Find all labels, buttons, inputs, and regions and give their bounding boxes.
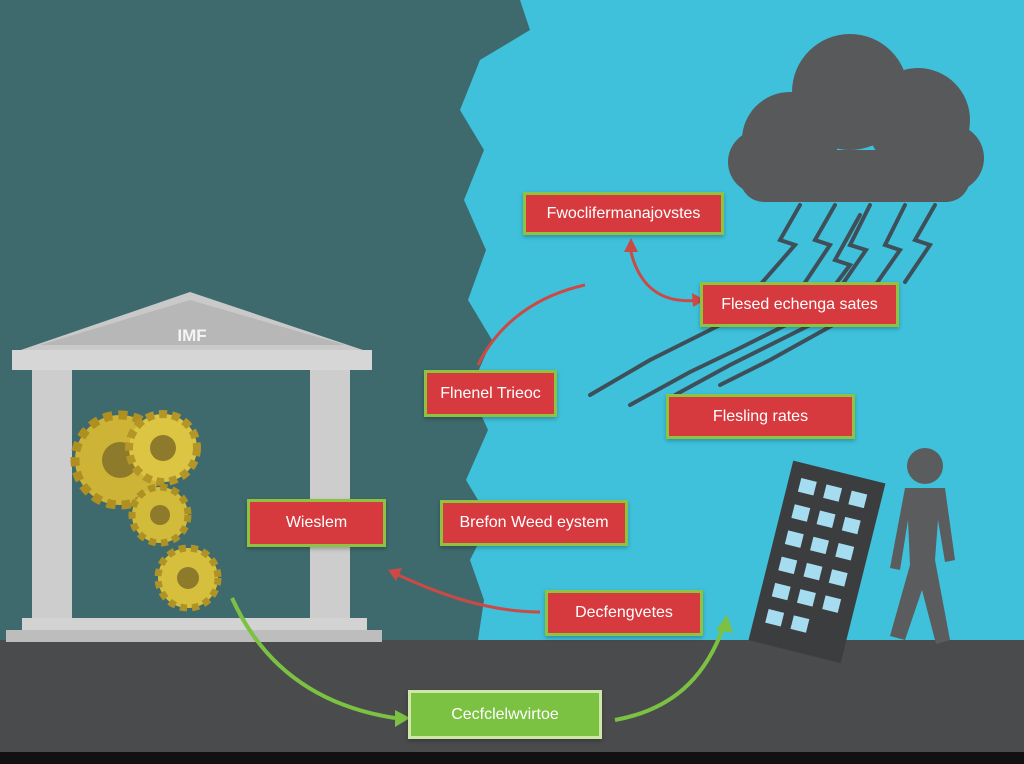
imf-building-icon — [6, 292, 382, 642]
arrow-exchange-to-western — [391, 570, 541, 614]
lightning-bolts-icon — [758, 203, 937, 307]
label-exchange-rates: Decfengvetes — [545, 590, 703, 636]
label-floating-rates: Flesling rates — [666, 394, 855, 439]
label-bretton-woods: Brefon Weed eystem — [440, 500, 628, 546]
label-financial: Flnenel Trieoc — [424, 370, 557, 417]
label-fixed-exchange: Flesed echenga sates — [700, 282, 899, 327]
gears-icon — [70, 410, 222, 612]
label-top: Fwoclifermanajovstes — [523, 192, 724, 235]
arrow-financial-to-top — [476, 283, 586, 366]
arrow-gears-to-bottom — [230, 597, 396, 720]
green-arrowheads — [395, 615, 733, 727]
storm-cloud-icon — [728, 34, 984, 202]
label-western: Wieslem — [247, 499, 386, 547]
green-arrows — [230, 597, 726, 722]
walking-person-icon — [890, 448, 955, 644]
arrow-to-top-label — [628, 247, 701, 303]
tilted-skyscraper-icon — [748, 460, 886, 664]
label-bottom: Cecfclelwvirtoe — [408, 690, 602, 739]
imf-title: IMF — [177, 326, 207, 345]
red-arrowheads — [388, 238, 705, 581]
red-arrows — [391, 247, 701, 614]
arrow-bottom-to-skyscraper — [614, 624, 726, 722]
bottom-edge — [0, 752, 1024, 764]
